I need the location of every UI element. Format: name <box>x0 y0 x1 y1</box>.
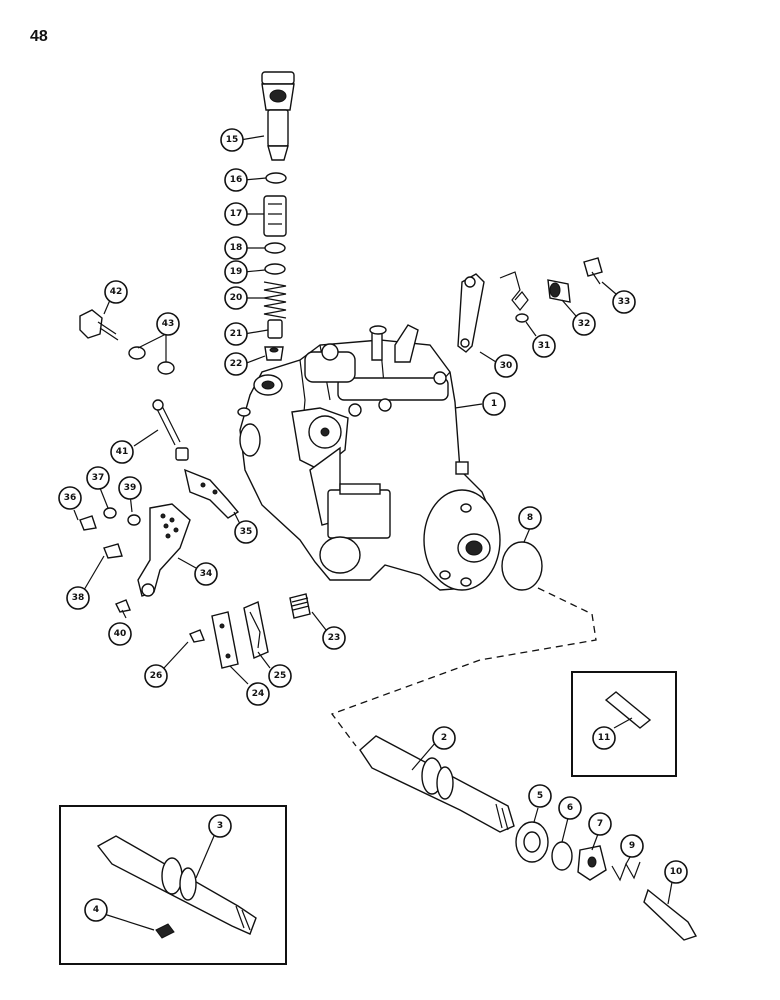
callout-23: 23 <box>322 626 346 650</box>
svg-text:9: 9 <box>629 841 635 851</box>
pin <box>604 691 652 729</box>
governor-lever-parts <box>457 257 603 353</box>
callout-9: 9 <box>620 834 644 858</box>
callout-22: 22 <box>224 352 248 376</box>
inset-box-part-11 <box>571 671 677 777</box>
callout-4: 4 <box>84 898 108 922</box>
svg-text:7: 7 <box>597 819 603 829</box>
callout-10: 10 <box>664 860 688 884</box>
svg-text:40: 40 <box>114 629 127 639</box>
shaft-and-key-inset <box>96 835 257 939</box>
svg-text:33: 33 <box>618 297 631 307</box>
callout-35: 35 <box>234 520 258 544</box>
svg-text:19: 19 <box>230 267 243 277</box>
callout-41: 41 <box>110 440 134 464</box>
delivery-valve-stack <box>261 71 295 361</box>
callout-8: 8 <box>518 506 542 530</box>
page-number: 48 <box>30 28 48 45</box>
svg-text:8: 8 <box>527 513 533 523</box>
svg-text:24: 24 <box>252 689 265 699</box>
callout-17: 17 <box>224 202 248 226</box>
callout-19: 19 <box>224 260 248 284</box>
callout-18: 18 <box>224 236 248 260</box>
svg-text:34: 34 <box>200 569 213 579</box>
cover-plate-parts <box>189 593 311 669</box>
svg-text:31: 31 <box>538 341 551 351</box>
svg-text:18: 18 <box>230 243 243 253</box>
svg-text:17: 17 <box>230 209 243 219</box>
callout-26: 26 <box>144 664 168 688</box>
svg-text:42: 42 <box>110 287 123 297</box>
svg-text:39: 39 <box>124 483 137 493</box>
svg-text:25: 25 <box>274 671 287 681</box>
svg-text:30: 30 <box>500 361 513 371</box>
callout-43: 43 <box>156 312 180 336</box>
callout-21: 21 <box>224 322 248 346</box>
callout-7: 7 <box>588 812 612 836</box>
drive-shaft-parts <box>359 735 698 941</box>
svg-text:22: 22 <box>230 359 243 369</box>
svg-text:1: 1 <box>491 399 497 409</box>
callout-25: 25 <box>268 664 292 688</box>
callout-39: 39 <box>118 476 142 500</box>
svg-text:32: 32 <box>578 319 591 329</box>
control-lever-parts <box>79 399 240 613</box>
callout-30: 30 <box>494 354 518 378</box>
svg-text:5: 5 <box>537 791 543 801</box>
svg-text:38: 38 <box>72 593 85 603</box>
svg-text:41: 41 <box>116 447 129 457</box>
o-ring <box>501 541 543 591</box>
svg-text:6: 6 <box>567 803 573 813</box>
callout-37: 37 <box>86 466 110 490</box>
svg-text:10: 10 <box>670 867 683 877</box>
callout-24: 24 <box>246 682 270 706</box>
callout-2: 2 <box>432 726 456 750</box>
svg-text:16: 16 <box>230 175 243 185</box>
callout-20: 20 <box>224 286 248 310</box>
callout-33: 33 <box>612 290 636 314</box>
svg-text:26: 26 <box>150 671 163 681</box>
callout-31: 31 <box>532 334 556 358</box>
callout-40: 40 <box>108 622 132 646</box>
callout-6: 6 <box>558 796 582 820</box>
bolt-and-washers <box>79 309 175 375</box>
svg-text:21: 21 <box>230 329 243 339</box>
svg-text:43: 43 <box>162 319 175 329</box>
callout-36: 36 <box>58 486 82 510</box>
svg-text:4: 4 <box>93 905 99 915</box>
svg-text:2: 2 <box>441 733 447 743</box>
svg-text:15: 15 <box>226 135 239 145</box>
svg-text:3: 3 <box>217 821 223 831</box>
assembly-dashed-line <box>330 587 597 747</box>
callout-34: 34 <box>194 562 218 586</box>
svg-text:36: 36 <box>64 493 77 503</box>
svg-text:35: 35 <box>240 527 253 537</box>
callout-32: 32 <box>572 312 596 336</box>
callout-3: 3 <box>208 814 232 838</box>
pump-housing <box>237 324 501 591</box>
callout-11: 11 <box>592 726 616 750</box>
callout-38: 38 <box>66 586 90 610</box>
callout-5: 5 <box>528 784 552 808</box>
inset-box-part-3 <box>59 805 287 965</box>
callout-16: 16 <box>224 168 248 192</box>
callout-1: 1 <box>482 392 506 416</box>
callout-15: 15 <box>220 128 244 152</box>
svg-text:23: 23 <box>328 633 341 643</box>
svg-text:37: 37 <box>92 473 105 483</box>
callout-42: 42 <box>104 280 128 304</box>
svg-text:20: 20 <box>230 293 243 303</box>
svg-text:11: 11 <box>598 733 611 743</box>
